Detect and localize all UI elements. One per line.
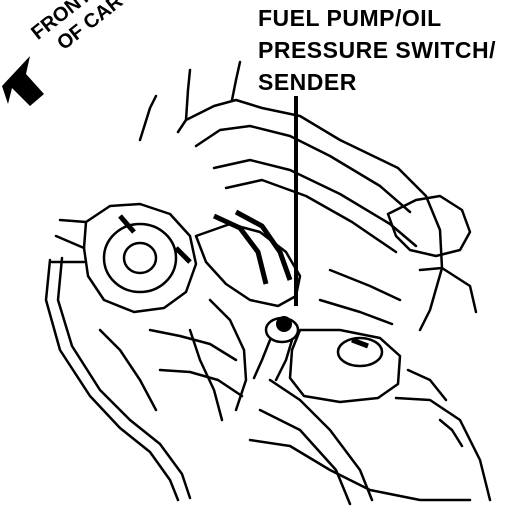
- fuel-pump-oil-pressure-sender: [276, 316, 292, 332]
- engine-block: [44, 60, 492, 506]
- engine-shading: [118, 209, 369, 349]
- callout-line2: PRESSURE SWITCH/: [258, 37, 497, 63]
- front-direction-arrow: [2, 56, 44, 106]
- callout-line1: FUEL PUMP/OIL: [258, 5, 442, 31]
- component-callout: FUEL PUMP/OIL PRESSURE SWITCH/ SENDER: [258, 2, 496, 98]
- callout-line3: SENDER: [258, 69, 357, 95]
